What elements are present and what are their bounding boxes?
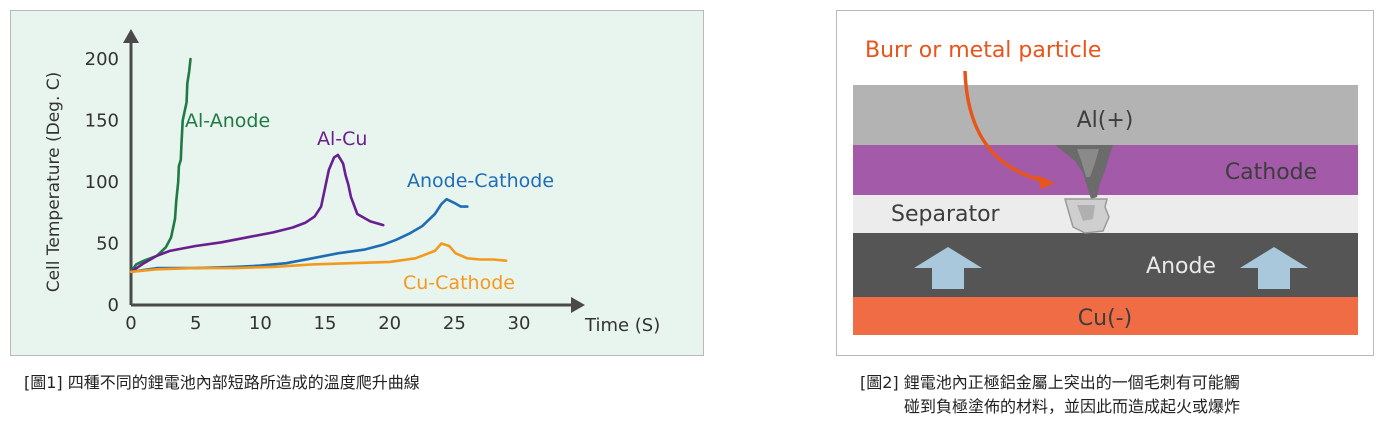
layer-label-al: Al(+) bbox=[1077, 108, 1134, 133]
chart-series bbox=[129, 57, 508, 274]
x-axis-label: Time (S) bbox=[584, 315, 660, 336]
callout-label: Burr or metal particle bbox=[865, 38, 1101, 63]
up-arrow-icon bbox=[1240, 247, 1308, 289]
layer-cu bbox=[853, 297, 1358, 335]
figure2-caption: [圖2] 鋰電池內正極鋁金屬上突出的一個毛刺有可能觸 碰到負極塗佈的材料，並因此… bbox=[860, 371, 1240, 419]
chart-axes bbox=[123, 29, 585, 313]
layer-al bbox=[853, 85, 1358, 147]
layer-label-separator: Separator bbox=[891, 202, 1001, 227]
x-tick-label: 0 bbox=[125, 313, 136, 334]
battery-layer-diagram: Burr or metal particle Al(+) Cathode Sep… bbox=[853, 38, 1358, 335]
layer-label-anode: Anode bbox=[1146, 254, 1216, 279]
series-line-al-cu bbox=[129, 153, 385, 274]
y-tick-label: 0 bbox=[108, 295, 119, 316]
y-tick-label: 50 bbox=[96, 234, 119, 255]
series-label: Al-Anode bbox=[185, 110, 270, 132]
callout-arrowhead-icon bbox=[1037, 175, 1055, 189]
callout-arrow bbox=[963, 70, 1046, 183]
figure2-caption-line1: [圖2] 鋰電池內正極鋁金屬上突出的一個毛刺有可能觸 bbox=[860, 373, 1240, 392]
x-tick-label: 15 bbox=[314, 313, 337, 334]
series-line-anode-cathode bbox=[129, 197, 469, 274]
figure1-caption: [圖1] 四種不同的鋰電池內部短路所造成的溫度爬升曲線 bbox=[24, 371, 420, 395]
x-tick-label: 5 bbox=[190, 313, 201, 334]
y-tick-label: 100 bbox=[85, 172, 119, 193]
diagram-panel: Burr or metal particle Al(+) Cathode Sep… bbox=[836, 10, 1374, 356]
up-arrow-icon bbox=[914, 247, 982, 289]
series-label: Al-Cu bbox=[317, 128, 367, 150]
series-label: Cu-Cathode bbox=[403, 272, 515, 294]
figure1-caption-text: [圖1] 四種不同的鋰電池內部短路所造成的溫度爬升曲線 bbox=[24, 373, 420, 392]
series-label: Anode-Cathode bbox=[407, 170, 554, 192]
burr-particle bbox=[1055, 145, 1113, 234]
figure2-caption-line2: 碰到負極塗佈的材料，並因此而造成起火或爆炸 bbox=[904, 397, 1241, 416]
x-tick-label: 10 bbox=[249, 313, 272, 334]
x-tick-label: 30 bbox=[508, 313, 531, 334]
series-line-al-anode bbox=[129, 57, 192, 274]
x-axis-arrow-icon bbox=[571, 297, 585, 313]
y-axis-label: Cell Temperature (Deg. C) bbox=[44, 72, 64, 293]
layer-label-cathode: Cathode bbox=[1225, 160, 1317, 185]
layer-label-cu: Cu(-) bbox=[1078, 306, 1132, 331]
series-line-cu-cathode bbox=[129, 242, 508, 274]
x-tick-label: 20 bbox=[378, 313, 401, 334]
y-axis-arrow-icon bbox=[123, 29, 139, 43]
y-tick-label: 200 bbox=[85, 49, 119, 70]
x-tick-label: 25 bbox=[443, 313, 466, 334]
y-tick-label: 150 bbox=[85, 111, 119, 132]
